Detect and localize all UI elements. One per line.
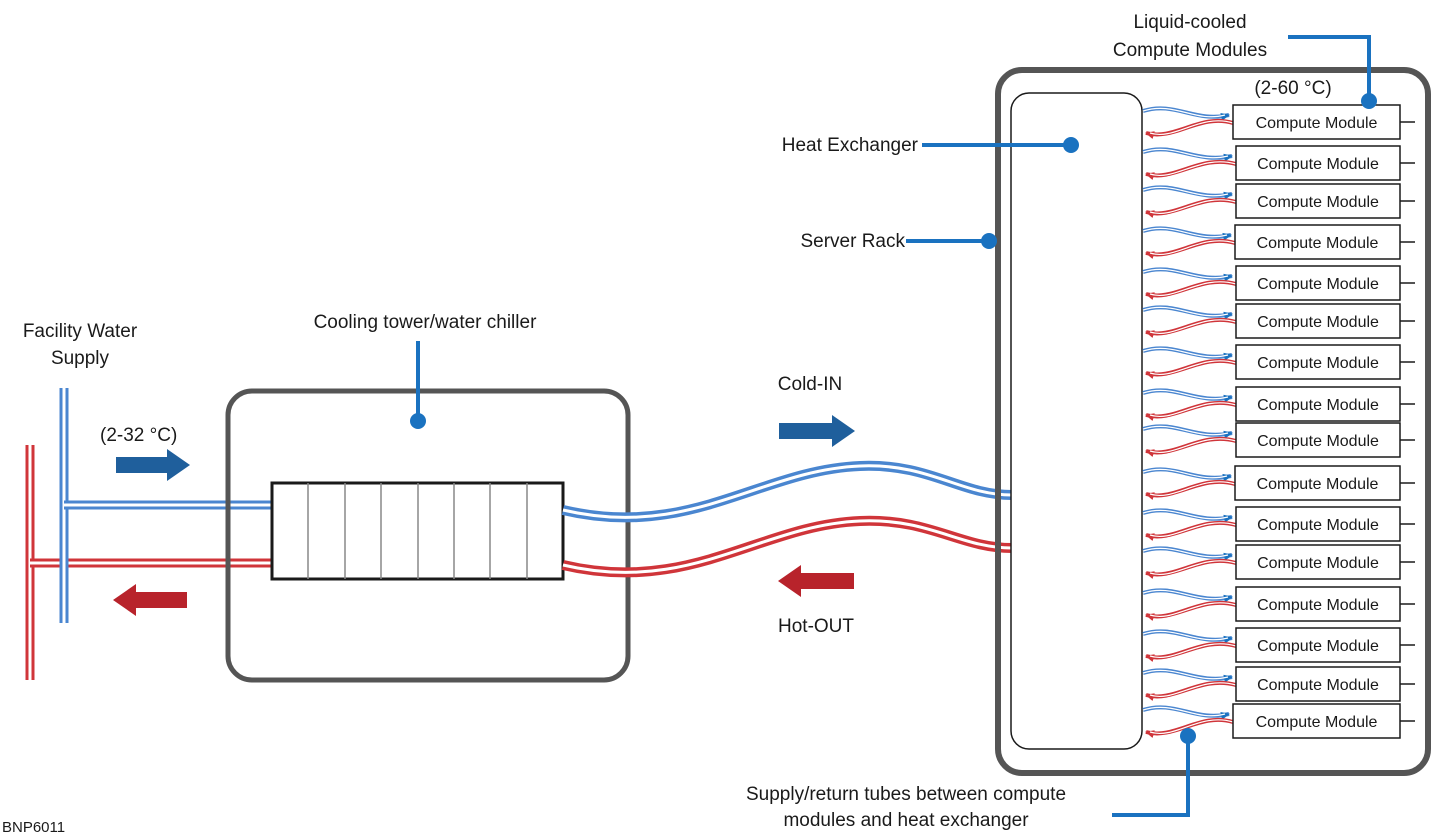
facility-water-label: Facility Water	[23, 321, 138, 342]
facility-temp-label: (2-32 °C)	[100, 425, 177, 446]
compute-module: Compute Module	[1235, 183, 1415, 219]
compute-module-label: Compute Module	[1257, 314, 1379, 331]
server-rack	[995, 67, 1431, 776]
return-tube	[1145, 680, 1237, 701]
compute-module: Compute Module	[1235, 303, 1415, 339]
return-tube	[1145, 238, 1236, 259]
compute-module: Compute Module	[1235, 422, 1415, 458]
compute-modules-label: Compute Modules	[1113, 40, 1267, 61]
facility-pipes	[25, 388, 272, 680]
leader-lines	[410, 35, 1377, 817]
compute-module: Compute Module	[1235, 265, 1415, 301]
return-tube	[1145, 317, 1237, 338]
server-rack-label: Server Rack	[800, 231, 905, 252]
return-tube	[1145, 520, 1237, 541]
compute-module-label: Compute Module	[1257, 355, 1379, 372]
cooling-tower-box	[225, 388, 631, 683]
return-tube	[1145, 400, 1237, 421]
return-tube	[1145, 358, 1237, 379]
rack-heat-exchanger	[1010, 92, 1143, 750]
compute-module: Compute Module	[1234, 465, 1415, 501]
compute-module: Compute Module	[1234, 224, 1415, 260]
compute-module: Compute Module	[1235, 627, 1415, 663]
return-tube	[1145, 159, 1237, 180]
return-tube	[1145, 197, 1237, 218]
compute-module-label: Compute Module	[1257, 555, 1379, 572]
hot-out-label: Hot-OUT	[778, 616, 854, 637]
compute-module: Compute Module	[1235, 544, 1415, 580]
compute-module-label: Compute Module	[1257, 156, 1379, 173]
compute-module-label: Compute Module	[1257, 517, 1379, 534]
compute-module: Compute Module	[1235, 506, 1415, 542]
compute-module-label: Compute Module	[1257, 638, 1379, 655]
compute-module: Compute Module	[1235, 586, 1415, 622]
hot-out-pipe	[561, 515, 1013, 578]
compute-module-label: Compute Module	[1257, 597, 1379, 614]
cold-in-arrow	[779, 415, 855, 447]
figure-id: BNP6011	[2, 819, 65, 834]
compute-module-label: Compute Module	[1257, 235, 1379, 252]
compute-module-label: Compute Module	[1256, 115, 1378, 132]
compute-module-label: Compute Module	[1256, 714, 1378, 731]
compute-module-label: Compute Module	[1257, 476, 1379, 493]
compute-module: Compute Module	[1235, 666, 1415, 702]
facility-supply-label: Supply	[51, 348, 110, 369]
chiller-coil	[270, 481, 565, 581]
cold-in-pipe	[561, 460, 1013, 523]
compute-module: Compute Module	[1235, 344, 1415, 380]
compute-module-label: Compute Module	[1257, 433, 1379, 450]
return-tube	[1145, 558, 1237, 579]
return-tube	[1145, 479, 1236, 500]
compute-module-label: Compute Module	[1257, 397, 1379, 414]
compute-module: Compute Module	[1235, 386, 1415, 422]
compute-module: Compute Module	[1232, 104, 1415, 140]
facility-inflow-arrow	[116, 449, 190, 481]
cooling-tower-label: Cooling tower/water chiller	[314, 312, 537, 333]
supply-return-label-1: Supply/return tubes between compute	[746, 784, 1066, 805]
liquid-cooled-label: Liquid-cooled	[1133, 12, 1246, 33]
cold-in-label: Cold-IN	[778, 374, 842, 395]
module-temp-label: (2-60 °C)	[1254, 78, 1331, 99]
return-tube	[1145, 641, 1237, 662]
supply-return-tubes	[1142, 106, 1237, 738]
compute-module-label: Compute Module	[1257, 276, 1379, 293]
facility-outflow-arrow	[113, 584, 187, 616]
compute-module: Compute Module	[1235, 145, 1415, 181]
return-tube	[1145, 436, 1237, 457]
compute-module-label: Compute Module	[1257, 677, 1379, 694]
supply-return-label-2: modules and heat exchanger	[783, 810, 1029, 831]
hot-out-arrow	[778, 565, 854, 597]
heat-exchanger-label: Heat Exchanger	[782, 135, 919, 156]
return-tube	[1145, 279, 1237, 300]
return-tube	[1145, 118, 1234, 139]
return-tube	[1145, 600, 1237, 621]
compute-module-label: Compute Module	[1257, 194, 1379, 211]
compute-module: Compute Module	[1232, 703, 1415, 739]
